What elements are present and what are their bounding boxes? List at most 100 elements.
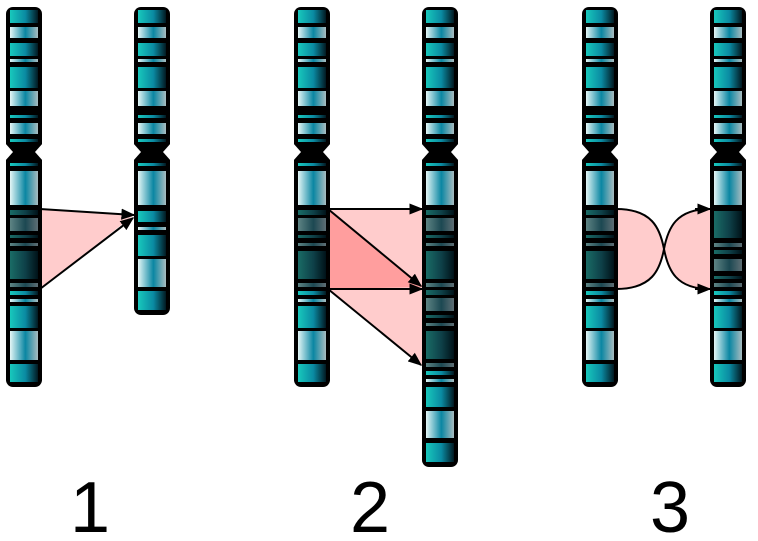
chromosome-band bbox=[586, 59, 614, 62]
chromosome-band bbox=[426, 163, 454, 166]
chromosome-band bbox=[10, 10, 38, 23]
chromosomes bbox=[5, 7, 747, 467]
chromosome-band bbox=[714, 331, 742, 360]
rearrangement-links bbox=[39, 203, 712, 367]
chromosome-band bbox=[714, 91, 742, 106]
chromosome-band bbox=[426, 10, 454, 23]
translocation-region bbox=[40, 209, 134, 289]
panel-label-2: 2 bbox=[349, 468, 391, 541]
chromosome-band bbox=[586, 251, 614, 279]
chromosome-band bbox=[714, 163, 742, 166]
chromosome-band bbox=[10, 331, 38, 360]
chromosome-band bbox=[298, 171, 326, 205]
chromosome-band bbox=[586, 364, 614, 382]
chromosome-band bbox=[138, 139, 166, 142]
chromosome-band bbox=[714, 283, 742, 287]
chromosome-band bbox=[714, 291, 742, 295]
chromosome-band bbox=[10, 291, 38, 295]
arrow bbox=[327, 288, 423, 366]
chromosome-band bbox=[586, 306, 614, 328]
chromosome-band bbox=[10, 251, 38, 279]
chromosome-band bbox=[714, 243, 742, 247]
chromosome-band bbox=[10, 115, 38, 118]
chromosome-band bbox=[586, 163, 614, 166]
chromosome-band bbox=[426, 387, 454, 407]
chromosome-band bbox=[298, 10, 326, 23]
chromosome-band bbox=[586, 123, 614, 134]
chromosome-band bbox=[426, 139, 454, 142]
chromosome-band bbox=[426, 411, 454, 438]
chromosome-band bbox=[426, 218, 454, 231]
chromosome-band bbox=[586, 291, 614, 295]
chromosome-band bbox=[586, 139, 614, 142]
chromosome-band bbox=[298, 306, 326, 328]
chromosome-band bbox=[138, 67, 166, 88]
chromosome-band bbox=[426, 363, 454, 367]
chromosome-band bbox=[298, 139, 326, 142]
centromere-notch bbox=[323, 143, 331, 161]
centromere-notch bbox=[581, 143, 589, 161]
chromosome-band bbox=[586, 43, 614, 56]
panel-label-1: 1 bbox=[69, 468, 111, 541]
centromere-notch bbox=[421, 143, 429, 161]
chromosome-band bbox=[426, 283, 454, 287]
chromosome-band bbox=[10, 171, 38, 205]
chromosome-band bbox=[426, 59, 454, 62]
chromosome-band bbox=[714, 211, 742, 238]
chromosome-band bbox=[426, 331, 454, 359]
chromosome-3a bbox=[581, 7, 619, 387]
chromosome-band bbox=[714, 59, 742, 62]
chromosome-band bbox=[138, 171, 166, 205]
arrow bbox=[39, 217, 135, 290]
chromosome-band bbox=[426, 371, 454, 375]
chromosome-band bbox=[586, 235, 614, 238]
chromosome-band bbox=[298, 251, 326, 279]
chromosome-band bbox=[138, 211, 166, 222]
chromosome-band bbox=[714, 115, 742, 118]
chromosome-band bbox=[586, 67, 614, 88]
panel-label-3: 3 bbox=[649, 468, 691, 541]
chromosome-band bbox=[138, 259, 166, 287]
chromosome-band bbox=[10, 364, 38, 382]
chromosome-band bbox=[298, 115, 326, 118]
chromosome-band bbox=[10, 235, 38, 238]
chromosome-band bbox=[10, 210, 38, 215]
chromosome-band bbox=[714, 43, 742, 56]
chromosome-band bbox=[10, 243, 38, 246]
chromosome-band bbox=[138, 291, 166, 310]
chromosome-band bbox=[10, 163, 38, 166]
centromere-notch bbox=[451, 143, 459, 161]
chromosome-band bbox=[586, 331, 614, 360]
chromosome-band bbox=[714, 364, 742, 382]
chromosome-band bbox=[298, 91, 326, 106]
chromosome-band bbox=[298, 163, 326, 166]
chromosome-band bbox=[426, 210, 454, 215]
chromosome-band bbox=[586, 27, 614, 38]
chromosome-band bbox=[426, 235, 454, 238]
centromere-notch bbox=[709, 143, 717, 161]
chromosome-band bbox=[426, 379, 454, 382]
chromosome-band bbox=[714, 27, 742, 38]
chromosome-band bbox=[10, 67, 38, 88]
chromosome-band bbox=[138, 27, 166, 38]
chromosome-band bbox=[714, 276, 742, 279]
chromosome-band bbox=[426, 115, 454, 118]
chromosome-band bbox=[298, 235, 326, 238]
chromosome-band bbox=[586, 283, 614, 287]
chromosome-band bbox=[714, 171, 742, 205]
chromosome-2b bbox=[421, 7, 459, 467]
arrow bbox=[39, 208, 136, 220]
chromosome-band bbox=[426, 443, 454, 462]
centromere-notch bbox=[163, 143, 171, 161]
chromosome-band bbox=[10, 91, 38, 106]
inversion-curve bbox=[662, 208, 711, 290]
chromosome-band bbox=[10, 299, 38, 302]
chromosome-band bbox=[586, 210, 614, 215]
chromosome-band bbox=[426, 123, 454, 134]
chromosome-band bbox=[138, 227, 166, 230]
centromere-notch bbox=[293, 143, 301, 161]
chromosome-band bbox=[298, 27, 326, 38]
chromosome-3b bbox=[709, 7, 747, 387]
chromosome-band bbox=[298, 283, 326, 287]
